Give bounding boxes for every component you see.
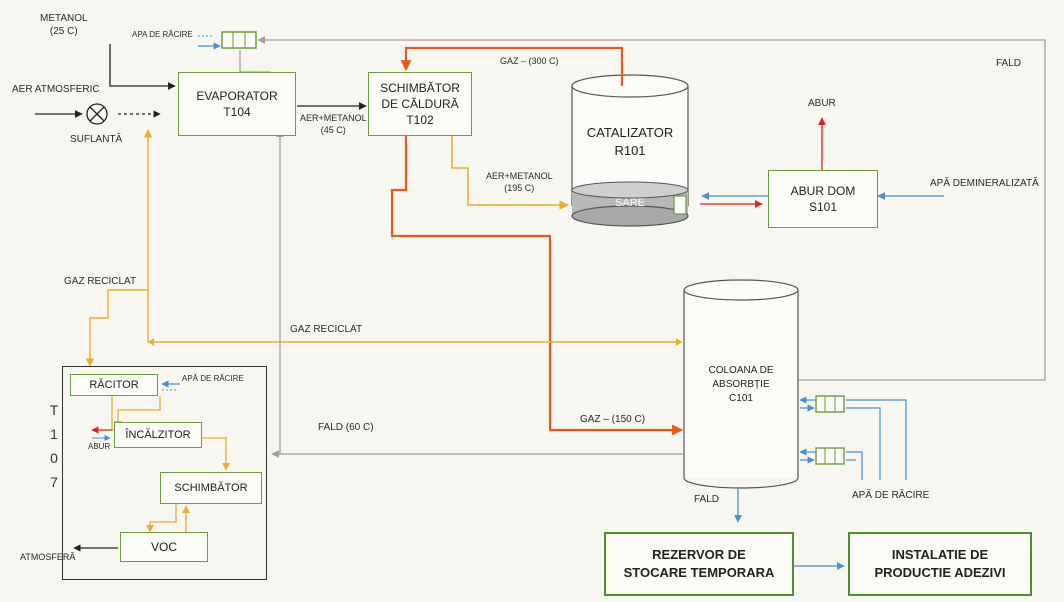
- t107-letter: 7: [50, 474, 58, 490]
- atmosphere-label: ATMOSFERĂ: [20, 552, 76, 562]
- recycle-gas-left-label: GAZ RECICLAT: [64, 276, 137, 287]
- fald-top-label: FALD: [996, 58, 1022, 69]
- catalyst-reactor-vessel: [571, 74, 689, 227]
- recycle-gas-t107-line: [85, 289, 148, 367]
- column-cooler-1: [815, 395, 845, 413]
- recycle-gas-mid-label: GAZ RECICLAT: [290, 324, 363, 335]
- air-label: AER ATMOSFERIC: [12, 84, 100, 95]
- cooler-box: RĂCITOR: [70, 374, 158, 396]
- evaporator-box: EVAPORATOR T104: [178, 72, 296, 136]
- recycle-arrow-head: [148, 338, 154, 346]
- steam-drum-box: ABUR DOM S101: [768, 170, 878, 228]
- cooler-water-label: APĂ DE RĂCIRE: [182, 374, 244, 383]
- heater-to-exchanger-line: [202, 437, 230, 471]
- column-cooling-water-lines: [799, 396, 907, 480]
- t107-letter: 0: [50, 450, 58, 466]
- salt-label: SARE: [615, 197, 645, 209]
- heater-steam-label: ABUR: [88, 442, 111, 451]
- column-cooler-2: [815, 447, 845, 465]
- voc-box: VOC: [120, 532, 208, 562]
- blower-label: SUFLANTĂ: [70, 134, 123, 145]
- fald-60-label: FALD (60 C): [318, 422, 374, 433]
- steam-up-label: ABUR: [808, 98, 836, 109]
- gas-150-label: GAZ – (150 C): [580, 414, 646, 425]
- t107-vertical-label: T 1 0 7: [44, 398, 64, 494]
- gas-300-label: GAZ – (300 C): [500, 56, 559, 66]
- methanol-feed-line: [109, 44, 176, 90]
- t107-frame: [62, 366, 267, 580]
- heater-box: ÎNCĂLZITOR: [114, 422, 202, 448]
- column-cooling-water-label: APĂ DE RĂCIRE: [852, 490, 930, 501]
- air-methanol-195-label: AER+METANOL (195 C): [486, 171, 553, 193]
- salt-inner-exchanger: [673, 195, 687, 215]
- storage-tank-box: REZERVOR DE STOCARE TEMPORARA: [604, 532, 794, 596]
- absorption-column-vessel: [683, 279, 799, 489]
- hot-gas-150-line: [390, 136, 684, 436]
- top-cooling-water-label: APA DE RĂCIRE: [132, 30, 193, 39]
- t107-letter: 1: [50, 426, 58, 442]
- blower-symbol: [86, 103, 108, 125]
- hot-gas-300-line: [400, 46, 624, 86]
- adhesive-plant-box: INSTALATIE DE PRODUCTIE ADEZIVI: [848, 532, 1032, 596]
- fald-recycle-top-line: [257, 36, 1046, 381]
- exchanger-to-voc-line: [146, 504, 177, 533]
- heat-exchanger-box: SCHIMBĂTOR DE CĂLDURĂ T102: [368, 72, 472, 136]
- air-methanol-195-line: [451, 136, 569, 210]
- fald-bottom-label: FALD: [694, 494, 720, 505]
- demin-water-label: APĂ DEMINERALIZATĂ: [930, 178, 1039, 189]
- top-cooling-exchanger: [221, 31, 257, 49]
- catalyst-label: CATALIZATOR R101: [586, 125, 674, 158]
- methanol-label: METANOL (25 C): [40, 13, 88, 37]
- absorption-column-label: COLOANA DE ABSORBȚIE C101: [708, 365, 774, 404]
- exchanger-box: SCHIMBĂTOR: [160, 472, 262, 504]
- t107-letter: T: [49, 402, 59, 418]
- air-methanol-45-label: AER+METANOL (45 C): [300, 113, 367, 135]
